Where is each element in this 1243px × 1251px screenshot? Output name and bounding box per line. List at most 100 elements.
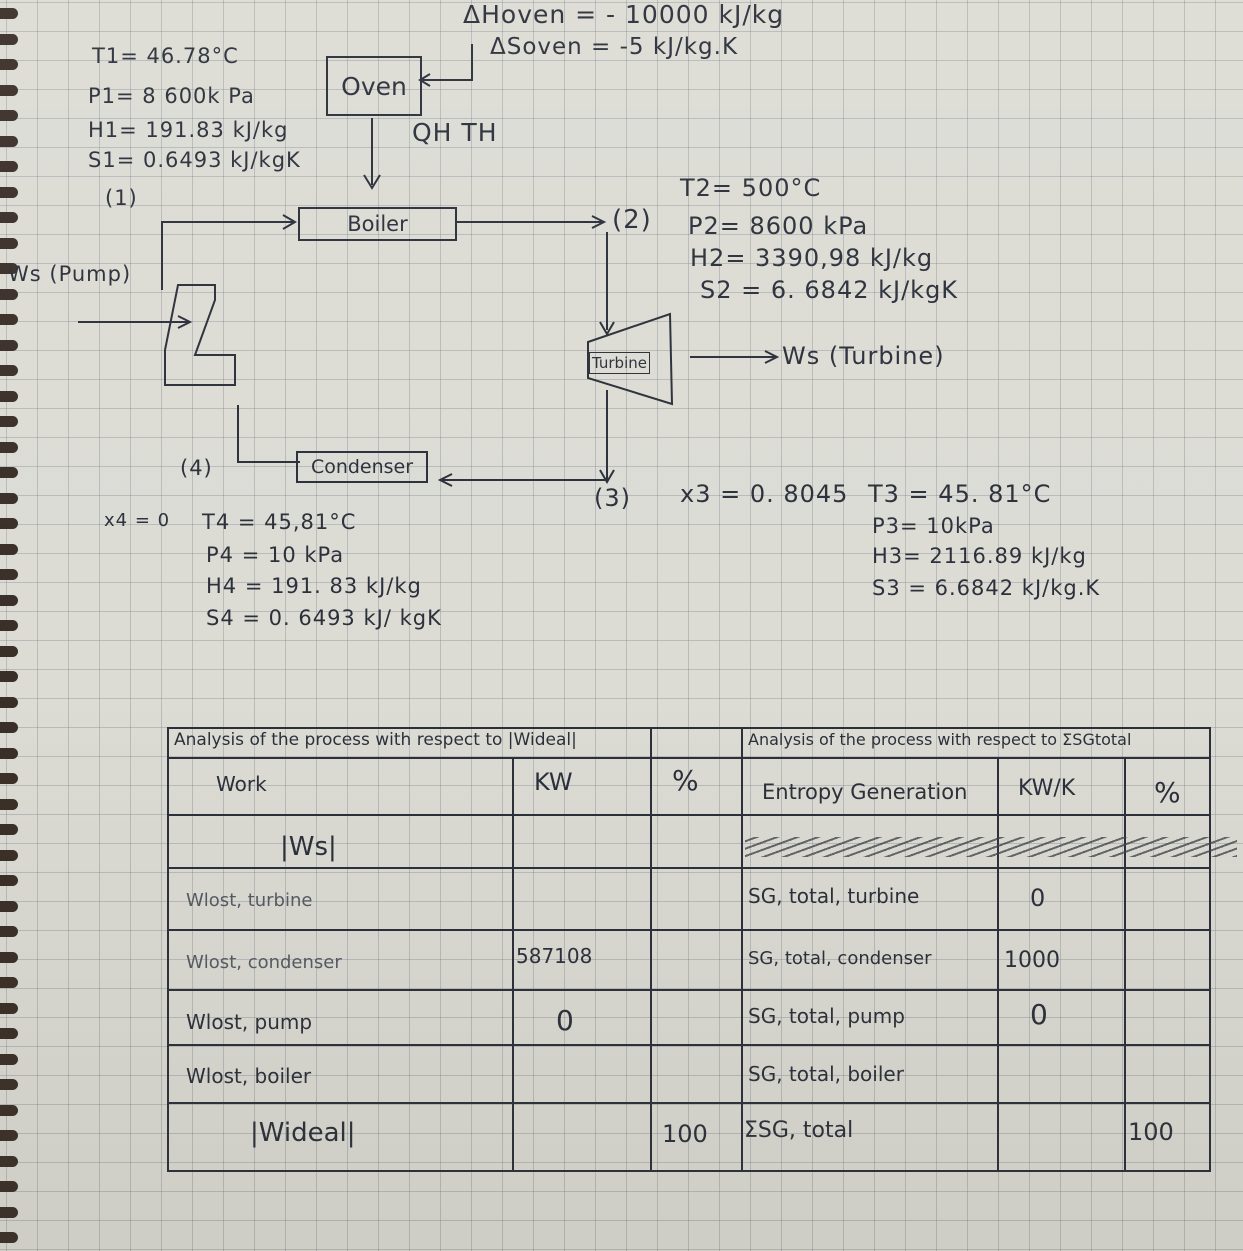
- spiral-hole: [0, 390, 18, 402]
- state1-entropy: S1= 0.6493 kJ/kgK: [88, 148, 301, 172]
- spiral-hole: [0, 900, 18, 912]
- header-work: Work: [216, 772, 267, 796]
- row-percent-value: 100: [662, 1120, 708, 1148]
- row-percent-value-2: 100: [1128, 1118, 1174, 1146]
- header-kw: KW: [534, 768, 573, 796]
- spiral-hole: [0, 620, 18, 631]
- state1-label: (1): [105, 186, 138, 210]
- spiral-hole: [0, 722, 18, 733]
- spiral-hole: [0, 696, 18, 708]
- row-entropy-value: 1000: [1004, 948, 1060, 973]
- state4-label: (4): [180, 456, 213, 480]
- spiral-hole: [0, 671, 18, 682]
- spiral-hole: [0, 110, 18, 121]
- spiral-hole: [0, 263, 18, 274]
- state2-enthalpy: H2= 3390,98 kJ/kg: [690, 244, 934, 272]
- spiral-binding: [0, 0, 26, 1251]
- state2-pressure: P2= 8600 kPa: [688, 212, 869, 240]
- spiral-hole: [0, 543, 18, 555]
- spiral-hole: [0, 1053, 18, 1065]
- spiral-hole: [0, 1181, 18, 1192]
- right-table-title: Analysis of the process with respect to …: [748, 730, 1132, 749]
- spiral-hole: [0, 951, 18, 963]
- spiral-hole: [0, 1130, 18, 1141]
- state4-quality: x4 = 0: [104, 510, 171, 531]
- spiral-hole: [0, 59, 18, 70]
- spiral-hole: [0, 645, 18, 657]
- row-work-label: Wlost, turbine: [186, 890, 313, 911]
- spiral-hole: [0, 161, 18, 172]
- spiral-hole: [0, 1028, 18, 1039]
- state4-entropy: S4 = 0. 6493 kJ/ kgK: [206, 606, 442, 630]
- spiral-hole: [0, 1155, 18, 1167]
- state4-pressure: P4 = 10 kPa: [206, 543, 345, 567]
- spiral-hole: [0, 1002, 18, 1014]
- row-entropy-label: SG, total, pump: [748, 1004, 905, 1028]
- spiral-hole: [0, 467, 18, 478]
- boiler-box: Boiler: [298, 207, 457, 241]
- spiral-hole: [0, 212, 18, 223]
- spiral-hole: [0, 875, 18, 886]
- spiral-hole: [0, 747, 18, 759]
- row-work-label: Wlost, condenser: [186, 952, 342, 973]
- spiral-hole: [0, 594, 18, 606]
- state2-entropy: S2 = 6. 6842 kJ/kgK: [700, 276, 959, 304]
- state3-enthalpy: H3= 2116.89 kJ/kg: [872, 544, 1087, 568]
- spiral-hole: [0, 773, 18, 784]
- row-work-label: Wlost, boiler: [186, 1064, 312, 1088]
- state3-temperature: T3 = 45. 81°C: [868, 480, 1052, 508]
- state4-temperature: T4 = 45,81°C: [202, 510, 357, 534]
- boiler-label: Boiler: [347, 212, 408, 236]
- spiral-hole: [0, 314, 18, 325]
- spiral-hole: [0, 926, 18, 937]
- row-work-label: |Ws|: [280, 832, 337, 862]
- left-table-title: Analysis of the process with respect to …: [174, 730, 577, 750]
- state2-label: (2): [612, 205, 652, 235]
- turbine-work-label: Ws (Turbine): [782, 342, 945, 370]
- oven-label: Oven: [341, 71, 407, 101]
- row-work-label: Wlost, pump: [186, 1010, 313, 1034]
- heat-input-label: QH TH: [412, 118, 498, 147]
- spiral-hole: [0, 416, 18, 427]
- spiral-hole: [0, 441, 18, 453]
- turbine-label: Turbine: [589, 352, 650, 374]
- oven-box: Oven: [326, 56, 422, 116]
- spiral-hole: [0, 8, 18, 19]
- spiral-hole: [0, 1079, 18, 1090]
- row-entropy-label: SG, total, boiler: [748, 1062, 904, 1086]
- spiral-hole: [0, 135, 18, 147]
- state3-label: (3): [594, 484, 631, 512]
- row-kw-value: 587108: [516, 944, 593, 968]
- header-entropy-generation: Entropy Generation: [762, 780, 968, 804]
- header-percent: %: [672, 764, 699, 797]
- row-entropy-value: 0: [1030, 884, 1046, 912]
- oven-enthalpy-change: ΔHoven = - 10000 kJ/kg: [463, 0, 785, 29]
- spiral-hole: [0, 824, 18, 835]
- row-entropy-label: SG, total, turbine: [748, 884, 920, 908]
- state3-pressure: P3= 10kPa: [872, 514, 995, 538]
- row-kw-value: 0: [556, 1004, 574, 1037]
- spiral-hole: [0, 237, 18, 249]
- spiral-hole: [0, 1104, 18, 1116]
- spiral-hole: [0, 798, 18, 810]
- spiral-hole: [0, 288, 18, 300]
- spiral-hole: [0, 84, 18, 96]
- row-work-label: |Wideal|: [250, 1118, 356, 1148]
- state3-quality: x3 = 0. 8045: [680, 480, 849, 508]
- spiral-hole: [0, 977, 18, 988]
- row-entropy-label: ΣSG, total: [744, 1118, 854, 1143]
- row-entropy-label: SG, total, condenser: [748, 948, 932, 969]
- spiral-hole: [0, 1232, 18, 1243]
- header-percent-2: %: [1154, 776, 1181, 809]
- condenser-label: Condenser: [310, 456, 414, 478]
- row-entropy-value: 0: [1030, 998, 1048, 1031]
- oven-entropy-change: ΔSoven = -5 kJ/kg.K: [490, 34, 739, 60]
- state4-enthalpy: H4 = 191. 83 kJ/kg: [206, 574, 422, 598]
- spiral-hole: [0, 339, 18, 351]
- state3-entropy: S3 = 6.6842 kJ/kg.K: [872, 576, 1101, 600]
- header-kw-per-k: KW/K: [1018, 776, 1076, 801]
- spiral-hole: [0, 518, 18, 529]
- spiral-hole: [0, 365, 18, 376]
